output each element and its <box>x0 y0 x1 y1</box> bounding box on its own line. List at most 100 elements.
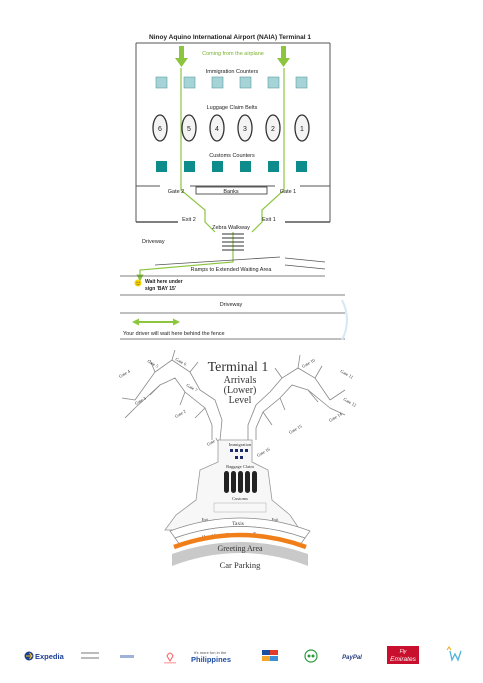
belt-number: 2 <box>271 126 275 133</box>
zebra-crossing <box>222 233 244 251</box>
customs-counters <box>156 161 307 172</box>
gate-1-label: Gate 1 <box>280 189 297 195</box>
driveway-label-lower: Driveway <box>220 302 243 308</box>
baggage-carousels <box>224 471 257 493</box>
gate-11-label: Gate 11 <box>340 369 355 380</box>
green-route-lines <box>136 68 285 282</box>
belt-3: 3 <box>237 114 253 142</box>
belt-6: 6 <box>152 114 168 142</box>
luggage-claim-belts-label: Luggage Claim Belts <box>207 105 258 111</box>
booking-logo <box>120 655 134 658</box>
immigration-counters-label: Immigration Counters <box>206 69 259 75</box>
double-arrow-icon <box>132 318 180 326</box>
arrivals-subtitle: Arrivals <box>224 375 257 386</box>
belt-number: 3 <box>243 126 247 133</box>
driver-note: Your driver will wait here behind the fe… <box>123 331 225 337</box>
immigration-booths <box>230 449 248 459</box>
arrival-arrow-right <box>277 46 290 67</box>
customs-counters-label: Customs Counters <box>209 153 255 159</box>
gate-2-label: Gate 2 <box>168 189 185 195</box>
driveway-label-upper: Driveway <box>142 239 165 245</box>
gate-15-label: Gate 15 <box>288 423 303 435</box>
immigration-counter <box>267 76 280 89</box>
gate-7-label: Gate 7 <box>186 383 199 394</box>
expedia-logo-text: Expedia <box>35 652 65 661</box>
ramps-label: Ramps to Extended Waiting Area <box>191 267 273 273</box>
gate-12-label: Gate 12 <box>343 397 358 408</box>
gate-6-label: Gate 6 <box>175 357 188 368</box>
exit-1-label: Exit 1 <box>262 217 276 223</box>
left-pier <box>121 349 223 441</box>
tripadvisor-logo <box>304 649 318 663</box>
agoda-logo <box>81 652 99 659</box>
wait-here-line2: sign 'BAY 15' <box>145 286 176 292</box>
immigration-counter <box>295 76 308 89</box>
belt-5: 5 <box>181 114 197 142</box>
belt-2: 2 <box>265 114 281 142</box>
floor-plan-title: Ninoy Aquino International Airport (NAIA… <box>149 34 311 41</box>
orange-walkway <box>173 532 307 550</box>
decor-curve <box>341 299 348 341</box>
level-subtitle: Level <box>229 395 252 406</box>
immigration-counter <box>183 76 196 89</box>
banks-box <box>195 186 268 195</box>
paypal-logo: PayPal <box>342 655 362 661</box>
car-parking-label: Car Parking <box>220 560 262 570</box>
banks-label: Banks <box>223 189 239 195</box>
belt-1: 1 <box>294 114 310 142</box>
central-building: Immigration Baggage Claim Customs Exit E… <box>164 439 301 531</box>
immigration-counter <box>155 76 168 89</box>
wait-here-line1: Wait here under <box>145 279 183 285</box>
airbnb-logo <box>164 652 176 664</box>
exit-2-label: Exit 2 <box>182 217 196 223</box>
philippines-wordmark: Philippines <box>191 655 231 664</box>
customs-counter <box>184 161 195 172</box>
customs-counter <box>268 161 279 172</box>
coming-from-airplane-label: Coming from the airplane <box>202 51 264 57</box>
gate-5-label: Gate 5 <box>147 359 160 370</box>
emirates-wordmark: Emirates <box>390 656 416 663</box>
arrivals-level-map: Terminal 1 Arrivals (Lower) Level Gate 5… <box>118 349 357 570</box>
luggage-belts: 6 5 4 3 2 1 <box>152 114 310 142</box>
immigration-counters <box>155 76 308 89</box>
gate-14-label: Gate 14 <box>328 411 343 423</box>
terminal-floor-plan: Ninoy Aquino International Airport (NAIA… <box>120 34 348 341</box>
exit-label-left: Exit <box>202 517 210 522</box>
w-logo <box>446 646 462 662</box>
expedia-logo: Expedia <box>24 651 65 661</box>
emirates-logo: Fly Emirates <box>387 646 419 664</box>
lower-subtitle: (Lower) <box>224 385 257 396</box>
arrival-arrow-left <box>175 46 188 67</box>
customs-label-map: Customs <box>232 496 248 501</box>
gate-labels: Gate 5 Gate 6 Gate 4 Gate 7 Gate 3 Gate … <box>118 357 357 458</box>
belt-4: 4 <box>209 114 225 142</box>
gate-2-label-map: Gate 2 <box>174 409 187 419</box>
belt-number: 5 <box>187 126 191 133</box>
emirates-fly-text: Fly <box>400 649 407 655</box>
belt-number: 1 <box>300 126 304 133</box>
terminal-1-title: Terminal 1 <box>208 360 269 375</box>
gate-10-label: Gate 10 <box>301 357 316 369</box>
exit-label-right: Exit <box>272 517 280 522</box>
gate-1-label-map: Gate 1 <box>206 437 219 447</box>
customs-area <box>213 502 267 513</box>
baggage-claim-label-map: Baggage Claim <box>226 464 254 469</box>
immigration-label-map: Immigration <box>229 442 252 447</box>
belt-number: 4 <box>215 126 219 133</box>
greeting-area-band <box>172 542 308 566</box>
customs-counter <box>240 161 251 172</box>
zebra-walkway-label: Zebra Walkway <box>212 225 250 231</box>
gate-16-label: Gate 16 <box>256 446 271 458</box>
customs-counter <box>156 161 167 172</box>
philippines-logo: It's more fun in the Philippines <box>191 650 231 664</box>
belt-number: 6 <box>158 126 162 133</box>
gate-4-label: Gate 4 <box>118 368 131 379</box>
ramps <box>120 256 326 277</box>
taxis-label: Taxis <box>232 521 244 527</box>
immigration-counter <box>211 76 224 89</box>
immigration-counter <box>239 76 252 89</box>
customs-counter <box>212 161 223 172</box>
customs-counter <box>296 161 307 172</box>
greeting-area-label: Greeting Area <box>217 544 263 553</box>
